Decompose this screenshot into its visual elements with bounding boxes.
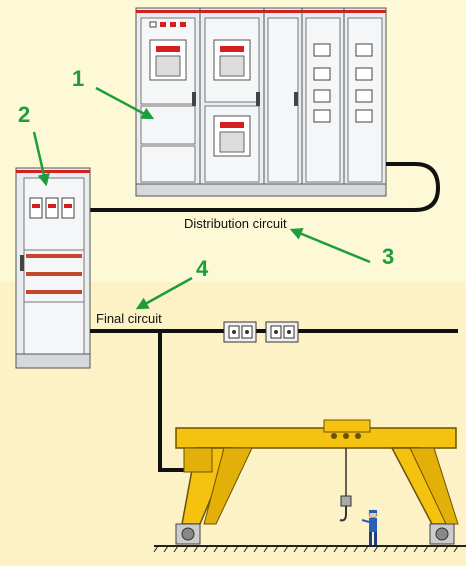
distribution-circuit-label: Distribution circuit [184, 216, 287, 231]
callout-number-4: 4 [196, 256, 209, 281]
callout-arrow-3 [289, 228, 371, 264]
distribution-cable [86, 162, 441, 212]
main-switchboard [135, 7, 387, 197]
callout-number-1: 1 [72, 66, 84, 91]
callout-number-2: 2 [18, 102, 30, 127]
ground-line [153, 545, 466, 553]
callout-arrow-2 [32, 131, 50, 187]
worker-figure [361, 509, 378, 546]
callout-arrow-1 [95, 86, 155, 120]
final-circuit-label: Final circuit [96, 311, 162, 326]
callout-arrow-4 [135, 276, 193, 310]
socket-outlet-2 [265, 321, 299, 343]
sub-distribution-board [15, 167, 91, 369]
socket-outlet-1 [223, 321, 257, 343]
callout-number-3: 3 [382, 244, 394, 269]
gantry-crane [175, 419, 459, 545]
